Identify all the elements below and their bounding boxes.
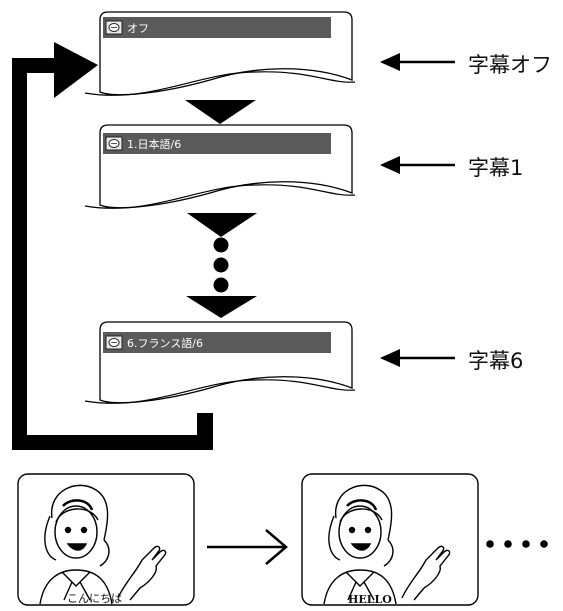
down-triangle-icon [185, 100, 256, 124]
osd-screen-subtitle-1: 1.日本語/6 [84, 124, 356, 209]
right-arrow-icon [207, 529, 288, 565]
example-panel-japanese: こんにちは [17, 473, 195, 606]
dot [213, 257, 229, 273]
left-arrow-icon [380, 349, 455, 367]
osd-bar-text: オフ [127, 22, 149, 35]
subtitle-icon [105, 136, 123, 151]
dot [213, 237, 229, 253]
osd-bar [103, 332, 331, 353]
subtitle-icon [105, 335, 123, 350]
osd-screen-off: オフ [84, 11, 356, 96]
osd-bar-text: 6.フランス語/6 [127, 336, 203, 350]
label-subtitle-6: 字幕6 [468, 349, 524, 373]
example-panel-english: HELLO [301, 473, 479, 606]
osd-screen-subtitle-6: 6.フランス語/6 [84, 321, 356, 404]
loop-arrow [12, 42, 213, 450]
osd-bar [103, 133, 331, 154]
down-triangle-icon [186, 296, 257, 318]
person-illustration [323, 484, 451, 605]
label-subtitle-off: 字幕オフ [468, 53, 552, 77]
subtitle-icon [105, 20, 123, 35]
osd-bar-text: 1.日本語/6 [127, 137, 181, 151]
label-subtitle-1: 字幕1 [468, 156, 524, 180]
dot [213, 277, 229, 293]
dots-icon [486, 540, 548, 548]
osd-bar [103, 17, 331, 38]
left-arrow-icon [380, 156, 455, 174]
person-illustration [39, 484, 167, 605]
down-triangle-icon [187, 213, 257, 237]
example-caption: こんにちは [67, 592, 122, 605]
example-caption: HELLO [348, 593, 392, 606]
left-arrow-icon [380, 53, 455, 71]
